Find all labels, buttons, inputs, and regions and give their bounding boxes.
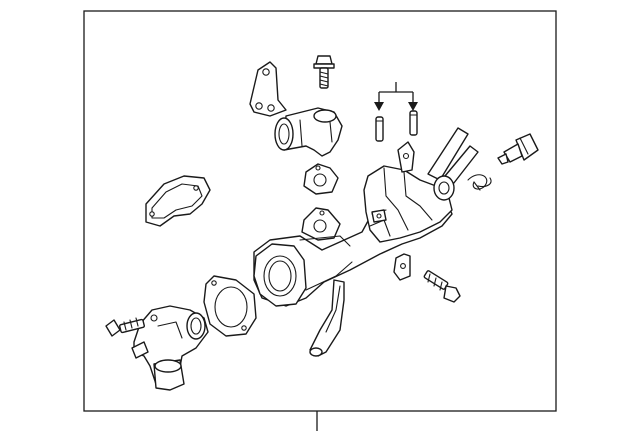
dowel-pin-callout (374, 82, 418, 111)
bypass-hose-pipe (309, 279, 345, 357)
small-bracket (393, 253, 411, 281)
mounting-bracket (249, 61, 287, 117)
water-pipe-housing (253, 127, 479, 307)
thermostat-housing (131, 305, 209, 391)
water-outlet-elbow (274, 107, 343, 157)
temperature-sensor (497, 133, 539, 165)
bolt-left (105, 317, 145, 337)
gasket-round (203, 275, 257, 337)
bolt-right (423, 270, 461, 303)
clip (467, 174, 492, 191)
dowel-pin-right (409, 110, 418, 136)
gasket-small-right (303, 163, 339, 195)
dowel-pin-left (375, 116, 384, 142)
bolt-top (313, 55, 335, 89)
gasket-small-left (301, 207, 341, 241)
gasket-left-plate (145, 175, 211, 227)
